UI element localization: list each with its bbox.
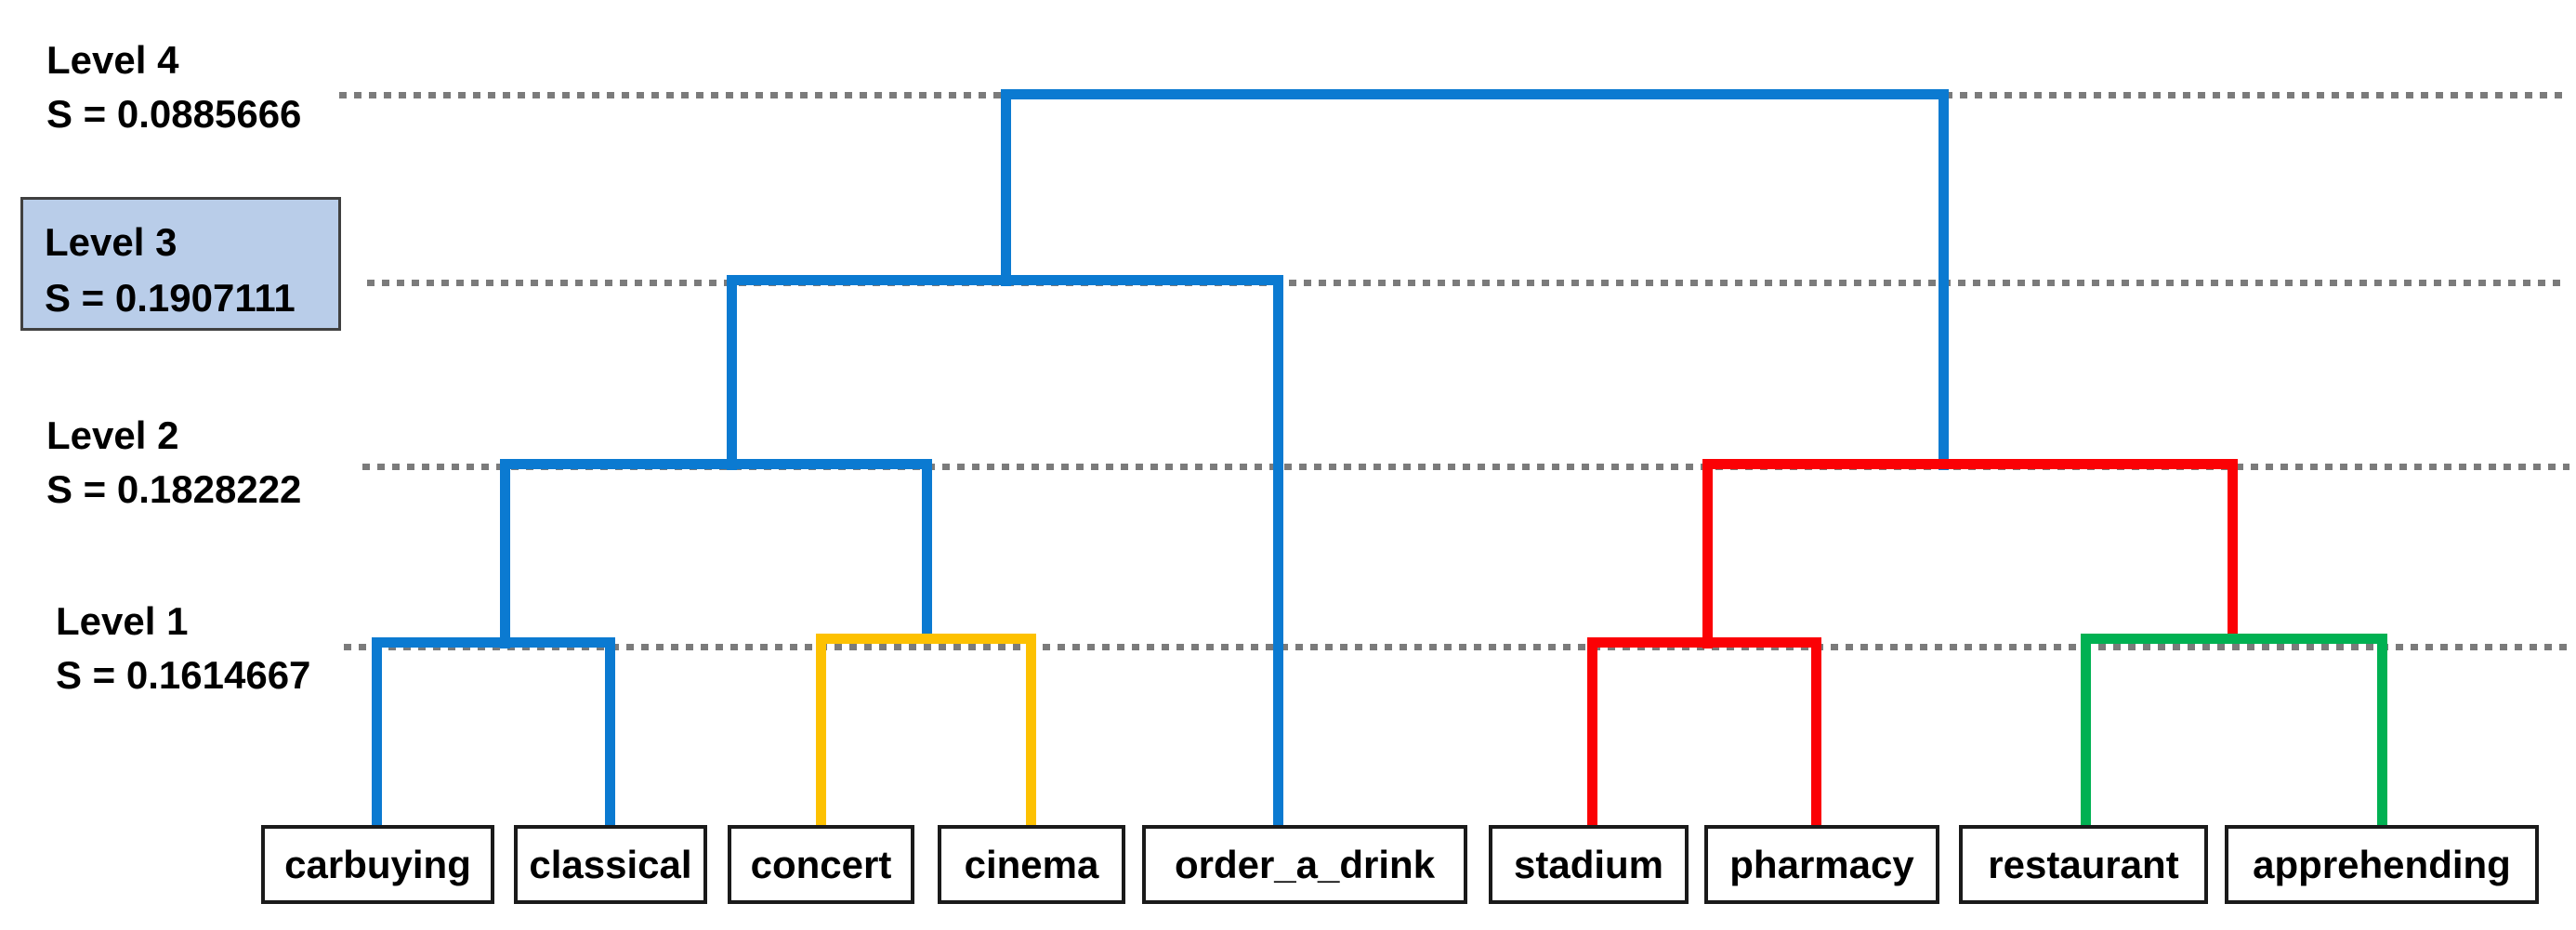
level3-s-value: S = 0.1907111	[45, 276, 296, 320]
level3-highlight-box	[20, 197, 341, 331]
leaf-box-cinema: cinema	[938, 825, 1125, 904]
leaf-box-classical: classical	[514, 825, 707, 904]
level1-label: Level 1	[56, 599, 189, 643]
link-level2-blue-top	[500, 459, 932, 469]
level4-s-value: S = 0.0885666	[46, 92, 302, 136]
link-level2-red-right-leg	[2228, 459, 2238, 644]
leaf-box-restaurant: restaurant	[1959, 825, 2208, 904]
leaf-box-order-a-drink: order_a_drink	[1142, 825, 1467, 904]
link-level4-top	[1001, 89, 1949, 99]
link-level1-green-top	[2081, 634, 2387, 644]
link-level1-yellow-top	[816, 634, 1036, 644]
level3-threshold-line	[367, 280, 2567, 286]
link-level3-order-a-drink-leg	[1273, 275, 1283, 825]
leaf-box-apprehending: apprehending	[2225, 825, 2539, 904]
link-stem-restaurant	[2081, 634, 2091, 825]
link-stem-pharmacy	[1811, 637, 1821, 825]
link-stem-cinema	[1026, 634, 1036, 825]
link-level2-red-left-leg	[1702, 459, 1713, 648]
level3-label: Level 3	[45, 220, 177, 264]
link-level4-right-leg	[1939, 89, 1949, 470]
link-stem-concert	[816, 634, 826, 825]
level2-threshold-line	[362, 464, 2569, 470]
link-level2-red-top	[1702, 459, 2238, 469]
link-level2-blue-left-leg	[500, 459, 510, 648]
leaf-box-stadium: stadium	[1489, 825, 1689, 904]
level2-s-value: S = 0.1828222	[46, 467, 302, 511]
link-stem-apprehending	[2377, 634, 2387, 825]
link-stem-classical	[605, 637, 615, 825]
link-level1-red-top	[1587, 637, 1821, 648]
leaf-box-concert: concert	[728, 825, 914, 904]
level1-s-value: S = 0.1614667	[56, 653, 311, 697]
link-level2-blue-right-leg	[922, 459, 932, 644]
leaf-box-carbuying: carbuying	[261, 825, 494, 904]
level2-label: Level 2	[46, 413, 179, 457]
link-stem-stadium	[1587, 637, 1597, 825]
level4-label: Level 4	[46, 38, 179, 82]
leaf-box-pharmacy: pharmacy	[1704, 825, 1939, 904]
link-level1-blue-top	[372, 637, 615, 648]
link-level3-top	[727, 275, 1283, 285]
level1-threshold-line	[344, 644, 2569, 650]
link-stem-carbuying	[372, 637, 382, 825]
link-level4-left-leg	[1001, 89, 1011, 286]
link-level3-left-leg	[727, 275, 737, 470]
